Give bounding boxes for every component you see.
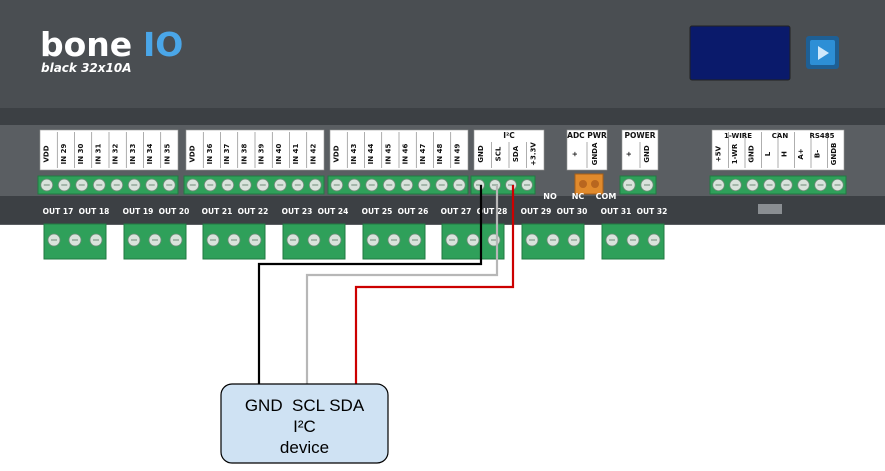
i2c-header-label: SCL — [494, 146, 502, 161]
wire-scl — [305, 185, 499, 384]
input-group-2-label: IN 40 — [275, 144, 283, 165]
output-label: OUT 22 — [238, 207, 269, 216]
power-header-title: POWER — [624, 131, 655, 140]
input-group-3-label: IN 45 — [384, 144, 392, 165]
adc-header-label: GNDA — [591, 142, 599, 165]
bus-header-label: +5V — [714, 145, 722, 162]
output-label: OUT 17 — [43, 207, 74, 216]
output-label: OUT 31 — [601, 207, 632, 216]
output-label: OUT 21 — [202, 207, 233, 216]
input-terminal-2-block — [183, 175, 325, 195]
input-group-1-label: IN 34 — [146, 144, 154, 165]
i2c-header-title: I²C — [503, 131, 515, 140]
output-label: OUT 24 — [318, 207, 349, 216]
relay-label: COM — [596, 192, 617, 201]
input-group-3-label: IN 43 — [350, 144, 358, 165]
device-type-label: device — [280, 438, 329, 457]
wire-gnd — [257, 185, 483, 384]
adc-header-title: ADC PWR — [567, 131, 607, 140]
i2c-header-label: +3.3V — [529, 142, 537, 166]
input-group-3-label: IN 49 — [453, 144, 461, 165]
output-label: OUT 26 — [398, 207, 429, 216]
device-pin-labels: GND SCL SDA — [245, 396, 365, 415]
input-group-2-label: IN 37 — [223, 144, 231, 165]
input-group-1-label: IN 30 — [77, 144, 85, 165]
bus-header-label: GNDB — [830, 143, 838, 166]
input-group-1-label: IN 32 — [112, 144, 120, 165]
output-label: OUT 32 — [637, 207, 668, 216]
power-header-label: + — [625, 151, 633, 157]
output-label: OUT 25 — [362, 207, 393, 216]
brand-name: bone — [40, 25, 132, 64]
relay-label: NO — [543, 192, 557, 201]
i2c-terminal-block — [470, 175, 536, 195]
din-clip — [758, 204, 782, 214]
output-label: OUT 27 — [441, 207, 472, 216]
bus-header-label: L — [764, 151, 772, 156]
wire-sda — [354, 185, 515, 384]
input-group-2-label: IN 41 — [292, 144, 300, 165]
device-bus-label: I²C — [293, 417, 316, 436]
output-label: OUT 23 — [282, 207, 313, 216]
input-group-3-label: IN 48 — [436, 144, 444, 165]
input-group-3-label: IN 46 — [402, 144, 410, 165]
output-label: OUT 20 — [159, 207, 190, 216]
output-label: OUT 18 — [79, 207, 110, 216]
input-group-2-label: IN 42 — [309, 144, 317, 165]
input-group-2-label: IN 39 — [258, 144, 266, 165]
i2c-header-label: SDA — [512, 145, 520, 162]
bus-header-label: H — [780, 151, 788, 157]
input-group-3-label: VDD — [333, 145, 341, 162]
brand-model: black 32x10A — [41, 61, 132, 75]
output-label: OUT 28 — [477, 207, 508, 216]
enclosure-ridge — [0, 108, 885, 125]
power-header-label: GND — [643, 145, 651, 163]
input-group-3-label: IN 44 — [367, 144, 375, 165]
output-label: OUT 30 — [557, 207, 588, 216]
bus-header-label: B- — [813, 150, 821, 158]
oled-display — [689, 25, 791, 81]
bus-title: 1-WIRE — [724, 132, 752, 140]
boneio-board: bone IO black 32x10A VDD IN 29 IN 30 IN 31 IN 3… — [0, 0, 885, 260]
output-label: OUT 19 — [123, 207, 154, 216]
input-group-2-label: IN 36 — [206, 144, 214, 165]
bus-header-label: A+ — [797, 148, 805, 159]
input-terminal-3-block — [327, 175, 469, 195]
enclosure-lower-rail — [0, 196, 885, 224]
input-group-2-label: IN 38 — [240, 144, 248, 165]
adc-header-label: + — [571, 151, 579, 157]
play-icon — [818, 46, 829, 60]
brand-io-mark: IO — [143, 25, 183, 64]
i2c-header-label: GND — [477, 145, 485, 163]
input-group-3-label: IN 47 — [419, 144, 427, 165]
input-group-2-label: VDD — [189, 145, 197, 162]
input-terminal-1-block — [37, 175, 179, 195]
input-group-1-label: VDD — [43, 145, 51, 162]
bus-title: CAN — [772, 132, 789, 140]
adc-screw — [579, 180, 587, 188]
input-group-1-label: IN 33 — [129, 144, 137, 165]
bus-title: RS485 — [809, 132, 834, 140]
i2c-wires — [257, 185, 515, 384]
bus-terminal-block — [709, 175, 847, 195]
i2c-device: GND SCL SDA I²C device — [220, 383, 389, 464]
adc-connector — [574, 173, 604, 195]
bus-header-label: 1-WR — [731, 143, 739, 164]
relay-label: NC — [572, 192, 585, 201]
input-group-1-label: IN 35 — [163, 144, 171, 165]
input-group-1-label: IN 29 — [60, 144, 68, 165]
adc-screw — [591, 180, 599, 188]
input-group-1-label: IN 31 — [94, 144, 102, 165]
output-label: OUT 29 — [521, 207, 552, 216]
i2c-device-box — [220, 383, 389, 464]
bus-header-label: GND — [747, 145, 755, 163]
